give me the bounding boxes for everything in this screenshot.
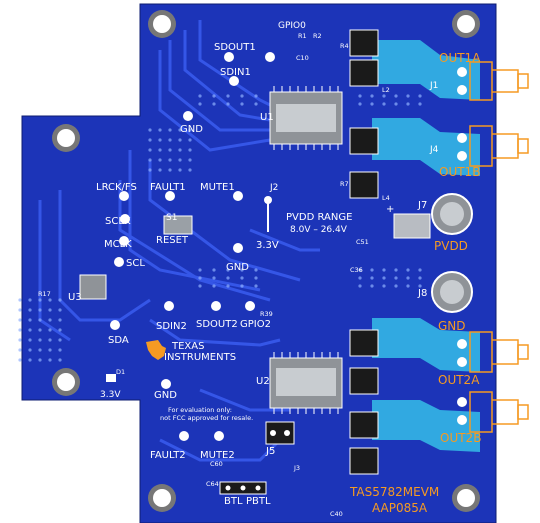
product-name: TAS5782MEVM [349,485,439,499]
label-c60: C60 [210,460,223,468]
label-sdout2: SDOUT2 [196,319,238,330]
label-out1a: OUT1A [439,51,481,65]
label-j8: J8 [417,288,427,299]
label-c64: C64 [206,480,219,488]
label-lrck: LRCK/FS [96,182,137,193]
mounting-holes [52,10,480,512]
part-code: AAP085A [372,501,428,515]
mounting-hole-icon [452,484,480,512]
label-sdin1: SDIN1 [220,67,251,78]
copper-labels: OUT1A OUT1B PVDD GND OUT2A OUT2B TAS5782… [349,51,481,515]
note-line1: For evaluation only: [168,406,232,414]
label-out2b: OUT2B [440,431,481,445]
test-point-pads [110,52,275,441]
label-gnd-terminal: GND [438,319,466,333]
mounting-hole-icon [148,484,176,512]
label-l2: L2 [382,86,390,94]
label-3v3-top: 3.3V [256,240,279,251]
mounting-hole-icon [52,124,80,152]
terminal-screws [457,67,467,425]
mounting-hole-icon [452,10,480,38]
label-r17: R17 [38,290,51,298]
jumper-j5 [265,421,295,445]
label-sdout1: SDOUT1 [214,42,256,53]
test-point-wire-icon [264,196,272,232]
pvdd-terminal-j7 [431,193,473,235]
reset-switch-s1 [163,215,193,235]
label-j7: J7 [417,200,427,211]
label-j4: J4 [429,145,439,155]
label-d1: D1 [116,368,125,376]
label-gnd-top: GND [180,124,203,135]
label-u1: U1 [260,112,274,123]
mounting-hole-icon [52,368,80,396]
brand-line1: TEXAS [171,341,204,352]
label-j3: J3 [293,464,300,472]
label-r39: R39 [260,310,273,318]
label-gnd-mid: GND [226,262,249,273]
pvdd-range-title: PVDD RANGE [286,212,352,223]
pvdd-range-value: 8.0V – 26.4V [290,225,348,235]
label-sdin2: SDIN2 [156,321,187,332]
ti-logo-icon [146,340,166,360]
label-u2: U2 [256,376,270,387]
label-mute2: MUTE2 [200,450,235,461]
label-l4: L4 [382,194,390,202]
label-j5: J5 [265,446,275,457]
label-r1: R1 [298,32,307,40]
led-d1 [106,374,116,382]
label-r7: R7 [340,180,349,188]
label-u3: U3 [68,292,82,303]
label-mute1: MUTE1 [200,182,235,193]
label-c10: C10 [296,54,309,62]
power-pour-copper [372,40,480,452]
output-connectors [469,61,529,433]
label-sclk: SCLK [105,216,131,227]
label-gpio0: GPIO0 [278,21,306,31]
label-scl: SCL [126,258,145,269]
label-mclk: MCLK [104,239,132,250]
label-out2a: OUT2A [438,373,480,387]
label-pbtl: PBTL [246,496,271,507]
inductors [349,29,379,475]
mode-header [219,481,267,495]
label-j2: J2 [269,183,278,193]
label-r2: R2 [313,32,322,40]
amplifier-ic-u1 [269,86,343,150]
label-r4: R4 [340,42,349,50]
silkscreen-labels: SDOUT1 SDIN1 GND LRCK/FS SCLK MCLK SCL S… [38,21,439,518]
amplifier-ic-u2 [269,352,343,414]
label-out1b: OUT1B [439,165,480,179]
label-fault2: FAULT2 [150,450,186,461]
note-line2: not FCC approved for resale. [160,414,253,422]
label-fault1: FAULT1 [150,182,186,193]
label-gpio2: GPIO2 [240,319,271,330]
label-j1: J1 [429,81,438,91]
bulk-capacitor-c51 [393,213,431,239]
mounting-hole-icon [148,10,176,38]
label-plus: + [386,204,394,215]
gnd-terminal-j8 [431,271,473,313]
label-sda: SDA [108,335,129,346]
label-btl: BTL [224,496,243,507]
label-c51: C51 [356,238,369,246]
regulator-ic-u3 [79,274,107,300]
via-array [18,94,422,362]
label-reset: RESET [156,235,189,246]
label-gnd-bottom: GND [154,390,177,401]
label-3v3-led: 3.3V [100,390,121,400]
label-pvdd: PVDD [434,239,468,253]
label-c36: C36 [350,266,363,274]
brand-line2: INSTRUMENTS [164,352,236,363]
label-s1: S1 [166,213,177,223]
label-c40: C40 [330,510,343,518]
